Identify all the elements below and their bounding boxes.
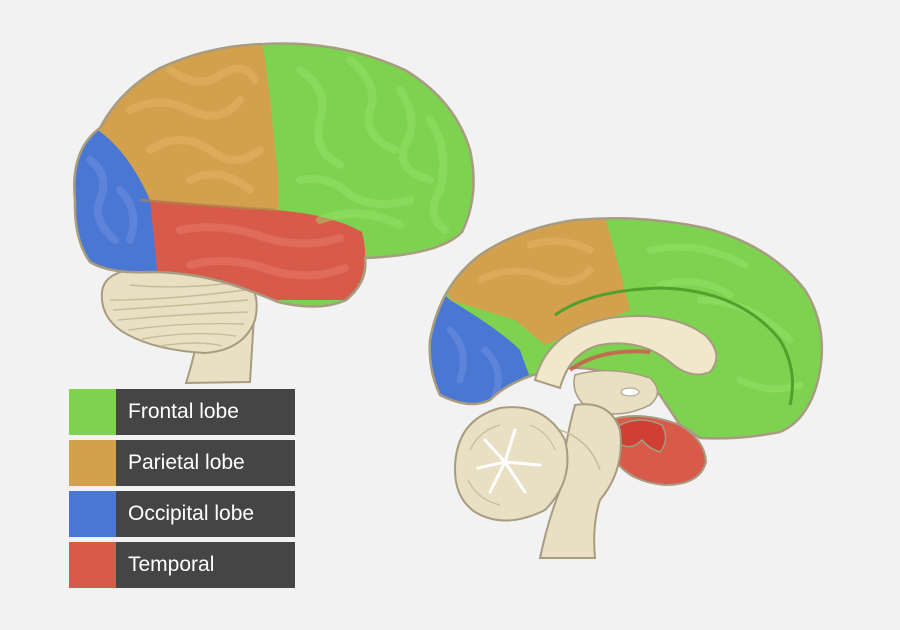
legend-swatch-occipital: [69, 491, 116, 537]
legend-label-temporal: Temporal: [116, 542, 295, 588]
legend-item-occipital: Occipital lobe: [69, 491, 295, 537]
legend-label-frontal: Frontal lobe: [116, 389, 295, 435]
legend-swatch-frontal: [69, 389, 116, 435]
lateral-brain-view: [73, 42, 475, 385]
legend-swatch-temporal: [69, 542, 116, 588]
lateral-temporal-lobe: [150, 200, 366, 300]
legend-label-parietal: Parietal lobe: [116, 440, 295, 486]
sagittal-brain-view: [428, 216, 824, 559]
pineal-detail: [620, 387, 640, 397]
legend-item-frontal: Frontal lobe: [69, 389, 295, 435]
fornix-highlight: [568, 349, 651, 372]
sagittal-cerebellum: [453, 406, 569, 522]
lobe-legend: Frontal lobe Parietal lobe Occipital lob…: [69, 389, 295, 593]
legend-label-occipital: Occipital lobe: [116, 491, 295, 537]
corpus-callosum: [533, 315, 718, 390]
thalamus: [573, 369, 659, 415]
lateral-occipital-lobe: [74, 100, 165, 300]
legend-item-parietal: Parietal lobe: [69, 440, 295, 486]
legend-item-temporal: Temporal: [69, 542, 295, 588]
lateral-cerebrum: [73, 42, 475, 308]
legend-swatch-parietal: [69, 440, 116, 486]
